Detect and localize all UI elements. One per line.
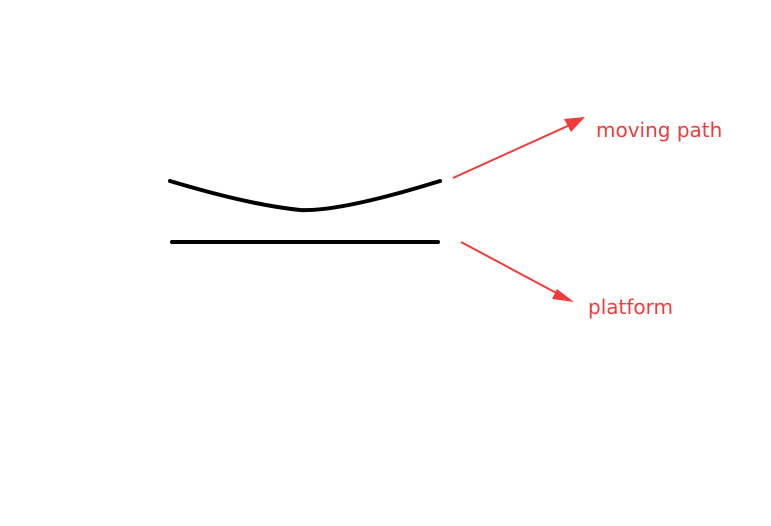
- arrow-to-platform: [460, 241, 574, 302]
- arrow-to-moving-path: [452, 117, 585, 179]
- platform-label: platform: [588, 295, 673, 319]
- moving-path-curve: [168, 179, 442, 213]
- moving-path-label: moving path: [596, 118, 723, 142]
